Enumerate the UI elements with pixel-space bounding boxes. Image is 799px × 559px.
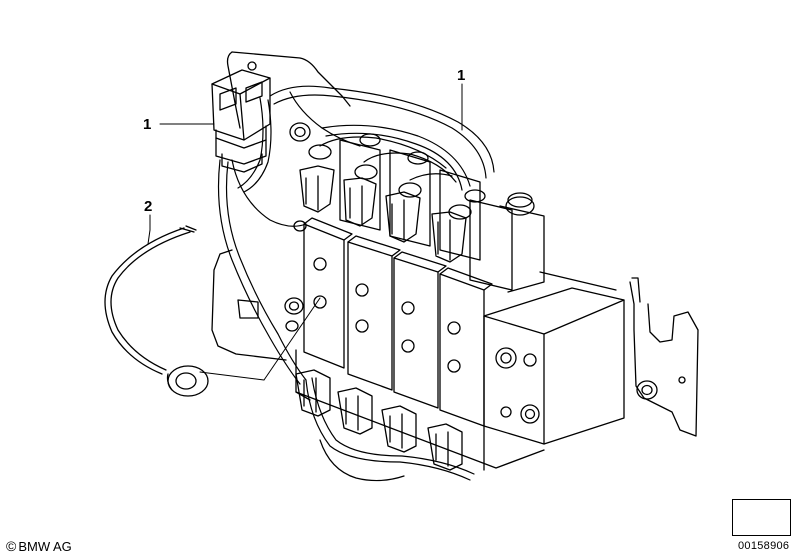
callout-1-harness: 1	[457, 67, 466, 84]
manifold-block	[483, 271, 625, 445]
electrical-connector	[211, 69, 271, 173]
right-bracket	[629, 277, 699, 437]
orientation-box	[732, 499, 791, 536]
lower-base	[295, 349, 545, 471]
bolts	[284, 122, 311, 332]
copyright-symbol: ©	[6, 538, 17, 554]
coil-tops	[339, 133, 545, 293]
solenoid-valve-3	[393, 251, 447, 409]
solenoid-valve-1	[303, 217, 353, 369]
wiring-harness	[217, 85, 495, 482]
upper-connector-clips	[299, 144, 472, 263]
mounting-bracket	[211, 51, 351, 361]
callout-2-ground-wire: 2	[144, 198, 153, 215]
copyright-notice: ©BMW AG	[6, 539, 72, 553]
solenoid-valve-2	[347, 235, 401, 391]
copyright-text: BMW AG	[18, 539, 72, 554]
ground-wire	[104, 225, 209, 397]
callout-1-connector: 1	[143, 116, 152, 133]
document-number: 00158906	[738, 540, 790, 552]
leader-lines	[147, 83, 463, 381]
